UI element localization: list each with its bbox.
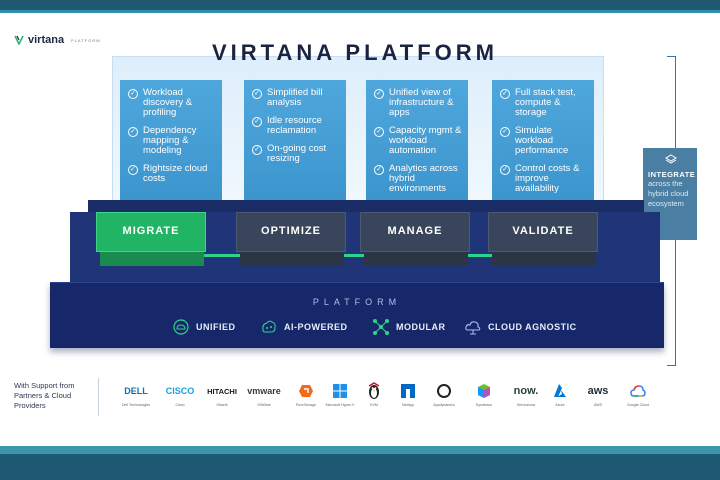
connector-line xyxy=(204,254,244,257)
validate-card: ✓Full stack test, compute & storage ✓Sim… xyxy=(492,80,594,212)
tile-side xyxy=(364,252,468,266)
manage-label: MANAGE xyxy=(387,225,443,237)
list-item: ✓Unified view of infrastructure & apps xyxy=(374,88,462,118)
partner-logo-vmware: vmware VMWare xyxy=(240,382,288,407)
feature-cloud-agnostic: CLOUD AGNOSTIC xyxy=(464,318,577,336)
connector-line xyxy=(464,254,492,257)
dynatrace-logo-icon xyxy=(478,384,490,398)
appdynamics-logo-icon xyxy=(437,384,451,398)
integrate-title: INTEGRATE xyxy=(648,170,696,179)
purestorage-logo-icon xyxy=(299,385,313,397)
validate-tile[interactable]: VALIDATE xyxy=(488,212,598,266)
feature-unified: UNIFIED xyxy=(172,318,236,336)
check-circle-icon: ✓ xyxy=(374,89,384,99)
modular-nodes-icon xyxy=(373,319,389,335)
check-circle-icon: ✓ xyxy=(128,89,138,99)
servicenow-logo-icon: now. xyxy=(513,385,539,397)
support-label: With Support from Partners & Cloud Provi… xyxy=(14,381,75,410)
kvm-penguin-icon xyxy=(368,382,380,399)
brand-logo: virtana PLATFORM xyxy=(14,34,101,46)
optimize-card: ✓Simplified bill analysis ✓Idle resource… xyxy=(244,80,346,212)
netapp-logo-icon xyxy=(401,384,415,398)
partner-logo-hyperv: Microsoft Hyper-V xyxy=(316,382,364,407)
connector-line xyxy=(340,254,366,257)
partner-logo-purestorage: PureStorage xyxy=(282,382,330,407)
check-circle-icon: ✓ xyxy=(374,165,384,175)
integrate-description: across the hybrid cloud ecosystem xyxy=(648,179,689,208)
brand-name: virtana xyxy=(28,34,65,46)
virtana-logo-icon xyxy=(14,35,24,45)
optimize-label: OPTIMIZE xyxy=(261,225,321,237)
partner-logo-kvm: KVM xyxy=(350,382,398,407)
hitachi-logo-icon: HITACHI xyxy=(207,386,237,396)
partner-logo-dell: DELL Dell Technologies xyxy=(112,382,160,407)
top-accent-band xyxy=(0,10,720,13)
list-item: ✓Rightsize cloud costs xyxy=(128,164,216,184)
partner-logo-netapp: NetApp xyxy=(384,382,432,407)
google-cloud-logo-icon xyxy=(630,385,646,397)
list-item: ✓Analytics across hybrid environments xyxy=(374,164,462,194)
platform-base: PLATFORM UNIFIED AI-POWERED MODULAR CLOU… xyxy=(50,282,664,348)
unified-cloud-icon xyxy=(173,319,189,335)
network-hub-icon xyxy=(664,154,677,164)
top-band xyxy=(0,0,720,10)
tile-side xyxy=(100,252,204,266)
tile-face xyxy=(96,212,206,252)
feature-ai-powered: AI-POWERED xyxy=(260,318,348,336)
check-circle-icon: ✓ xyxy=(500,127,510,137)
partner-logo-azure: Azure xyxy=(536,382,584,407)
list-item: ✓On-going cost resizing xyxy=(252,144,340,164)
partner-logo-dynatrace: Dynatrace xyxy=(460,382,508,407)
partner-logo-googlecloud: Google Cloud xyxy=(614,382,662,407)
check-circle-icon: ✓ xyxy=(128,165,138,175)
check-circle-icon: ✓ xyxy=(252,145,262,155)
check-circle-icon: ✓ xyxy=(374,127,384,137)
list-item: ✓Idle resource reclamation xyxy=(252,116,340,136)
manage-card: ✓Unified view of infrastructure & apps ✓… xyxy=(366,80,468,212)
support-divider xyxy=(98,378,99,416)
list-item: ✓Control costs & improve availability xyxy=(500,164,588,194)
brand-subtitle: PLATFORM xyxy=(71,37,101,43)
vmware-logo-icon: vmware xyxy=(247,386,281,396)
tile-face xyxy=(236,212,346,252)
cloud-agnostic-icon xyxy=(465,321,481,335)
feature-modular: MODULAR xyxy=(372,318,446,336)
aws-logo-icon: aws xyxy=(587,385,609,397)
page-title: VIRTANA PLATFORM xyxy=(211,40,498,65)
check-circle-icon: ✓ xyxy=(500,165,510,175)
windows-logo-icon xyxy=(333,384,347,398)
partner-logo-servicenow: now. Servicenow xyxy=(502,382,550,407)
check-circle-icon: ✓ xyxy=(128,127,138,137)
check-circle-icon: ✓ xyxy=(500,89,510,99)
check-circle-icon: ✓ xyxy=(252,117,262,127)
migrate-tile[interactable]: MIGRATE xyxy=(96,212,206,266)
check-circle-icon: ✓ xyxy=(252,89,262,99)
migrate-card: ✓Workload discovery & profiling ✓Depende… xyxy=(120,80,222,212)
manage-tile[interactable]: MANAGE xyxy=(360,212,470,266)
tile-face xyxy=(488,212,598,252)
list-item: ✓Simulate workload performance xyxy=(500,126,588,156)
migrate-label: MIGRATE xyxy=(122,225,180,237)
azure-logo-icon xyxy=(554,384,566,397)
partner-logo-appdynamics: Appdynamics xyxy=(420,382,468,407)
bottom-accent-band xyxy=(0,446,720,454)
list-item: ✓Full stack test, compute & storage xyxy=(500,88,588,118)
list-item: ✓Dependency mapping & modeling xyxy=(128,126,216,156)
platform-label: PLATFORM xyxy=(312,297,402,307)
list-item: ✓Workload discovery & profiling xyxy=(128,88,216,118)
list-item: ✓Capacity mgmt & workload automation xyxy=(374,126,462,156)
partner-logo-aws: aws AWS xyxy=(574,382,622,407)
tile-face xyxy=(360,212,470,252)
dell-logo-icon: DELL xyxy=(124,386,148,396)
tile-side xyxy=(492,252,596,266)
cisco-logo-icon: CISCO xyxy=(165,386,195,396)
partner-logo-cisco: CISCO Cisco xyxy=(156,382,204,407)
optimize-tile[interactable]: OPTIMIZE xyxy=(236,212,346,266)
ai-brain-icon xyxy=(262,320,276,333)
partner-logo-hitachi: HITACHI Hitachi xyxy=(198,382,246,408)
list-item: ✓Simplified bill analysis xyxy=(252,88,340,108)
tile-side xyxy=(240,252,344,266)
validate-label: VALIDATE xyxy=(512,225,574,237)
